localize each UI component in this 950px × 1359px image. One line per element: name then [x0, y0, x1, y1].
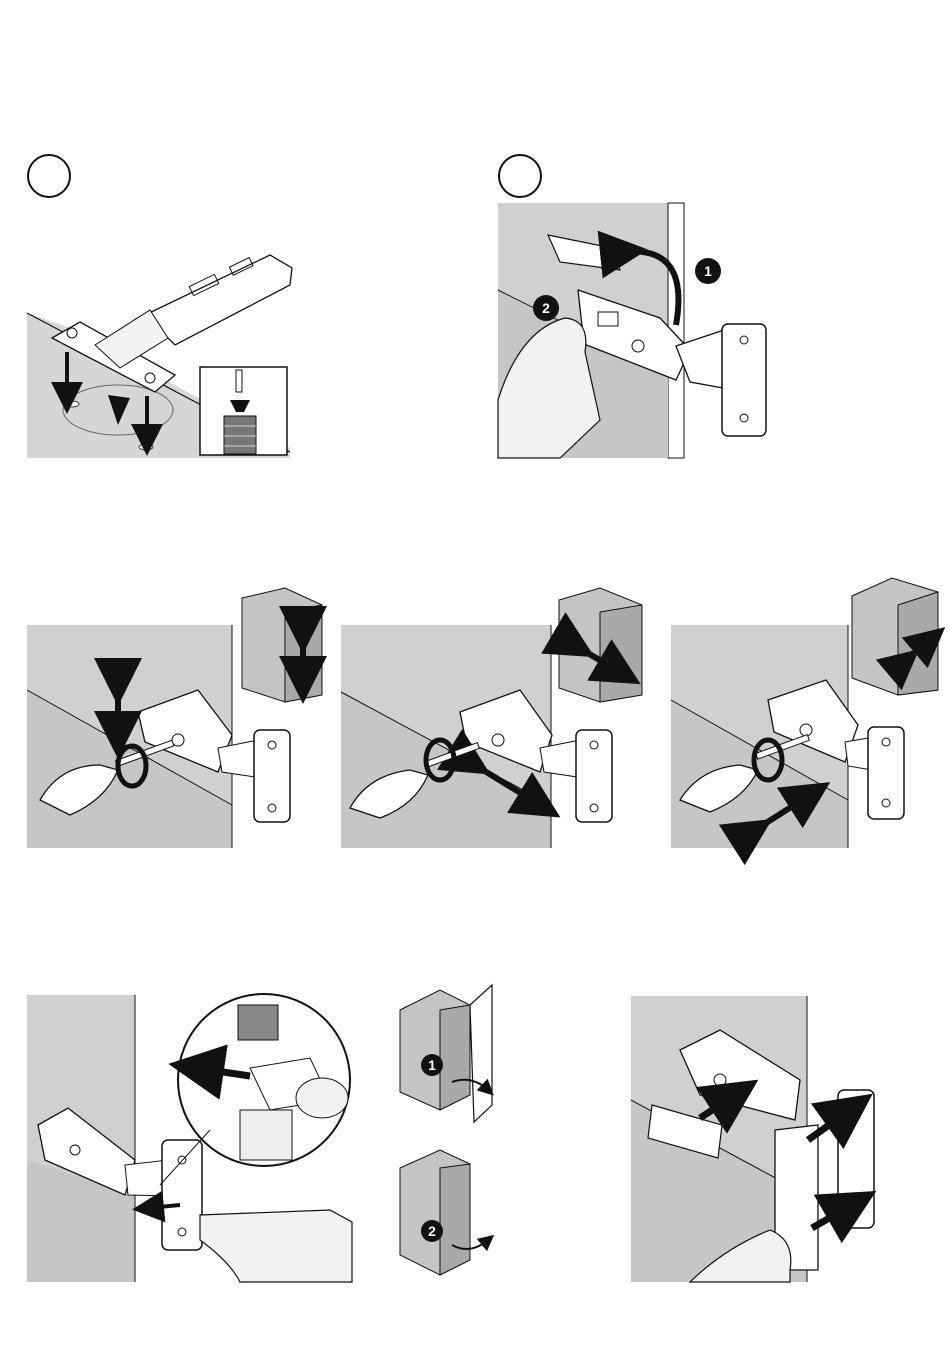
cube-remove-step-2: 2: [400, 1150, 488, 1275]
cabinet-cube-icon: [559, 588, 642, 702]
callout-remove-1: 1: [428, 1057, 436, 1073]
cube-remove-step-1: 1: [400, 985, 492, 1122]
callout-remove-2: 2: [428, 1223, 436, 1239]
hand-icon: [200, 1210, 352, 1282]
panel-adjust-depth: [341, 588, 642, 848]
panel-mount-plate: [27, 255, 292, 458]
svg-text:2: 2: [542, 300, 550, 316]
step-circle-b: [499, 155, 541, 197]
screwdriver-icon: [200, 367, 287, 455]
zoom-detail: [178, 994, 350, 1166]
callout-install-2: 2: [533, 295, 559, 321]
step-circle-a: [28, 155, 70, 197]
panel-adjust-side: [671, 578, 938, 848]
svg-text:1: 1: [704, 263, 712, 279]
panel-cover-caps: [631, 996, 907, 1282]
panel-clip-hinge: 1 2: [498, 203, 766, 458]
callout-install-1: 1: [695, 258, 721, 284]
panel-release-hinge: [27, 994, 352, 1282]
cabinet-cube-icon: [242, 588, 322, 702]
cabinet-cube-icon: [852, 578, 938, 695]
panel-adjust-vertical: [27, 588, 322, 848]
